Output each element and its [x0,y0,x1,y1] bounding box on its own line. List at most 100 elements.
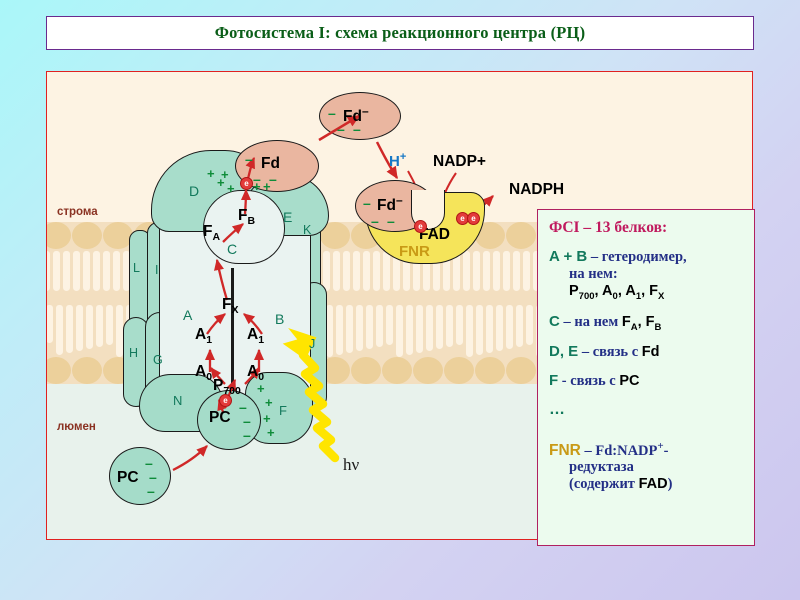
p700-letter: P [213,377,224,394]
lipid-tail [453,251,460,291]
title-box: Фотосистема I: схема реакционного центра… [46,16,754,50]
legend-fnr-text2: - [663,442,669,459]
charge-minus-pcf3: – [147,483,155,499]
legend-heading: ФСI – 13 белков: [549,219,668,236]
lipid-tail [496,305,503,351]
legend-fnr-open: (содержит [569,476,635,493]
lipid-tail [426,305,433,351]
lipid-tail [476,305,483,355]
proton-charge: + [399,151,407,163]
cofactor-label-FA: FA [203,224,220,243]
charge-plus-f3: + [263,411,271,426]
lipid-tail [76,305,83,351]
a0l-sub: 0 [206,371,213,384]
lipid-tail [47,305,53,343]
charge-minus-fdf2: – [337,121,345,137]
lipid-tail [423,251,430,291]
lipid-head [47,222,71,249]
lipid-tail [456,305,463,345]
lipid-tail [373,251,380,291]
charge-minus-fdf1: – [328,105,336,121]
ferredoxin-on-fnr-label: Fd– [377,194,403,214]
charge-minus-fdn2: – [371,213,379,229]
nadp-label: NADP+ [433,153,486,170]
cofactor-label-A1-left: A1 [195,327,212,346]
lipid-tail [346,305,353,353]
electron-symbol-nadph-1: e [456,212,469,225]
lipid-tail [386,305,393,345]
charge-minus-fd2: – [253,171,261,187]
legend-fnr-cofactor: FAD [638,476,668,493]
lipid-tail [366,305,373,349]
lipid-tail [93,251,100,291]
charge-minus-pc3: – [243,427,251,443]
electron-symbol-pc: e [219,394,232,407]
lipid-tail [516,305,523,347]
electron-symbol-fd: e [240,177,253,190]
lipid-tail [416,305,423,353]
a1r-letter: A [247,326,259,343]
legend-keys-DE: Fd [641,344,660,361]
lipid-tail [383,251,390,291]
lipid-tail [446,305,453,347]
subunit-label-F: F [279,403,287,418]
proton-label: H+ [389,151,407,170]
stroma-label: строма [57,206,98,218]
legend-fnr-line3: (содержит FAD) [549,476,746,493]
lipid-tail [336,305,343,355]
subunit-label-K: K [303,223,312,237]
charge-minus-fdf3: – [353,121,361,137]
legend-subunit-DE: D, E [549,343,579,361]
fa-letter: F [203,223,213,240]
lipid-tail [483,251,490,291]
lipid-tail [506,305,513,349]
subunit-label-A: A [183,307,193,323]
subunit-label-J: J [309,337,316,351]
legend-item-AB: A + B – гетеродимер, на нем: P700, A0, A… [549,248,746,302]
legend-subunit-F: F [549,372,559,390]
lipid-tail [323,251,330,291]
core-cleft [231,268,234,414]
charge-plus-d4: + [221,167,229,182]
ferredoxin-bound-label: Fd [261,155,280,172]
legend-item-FNR: FNR – Fd:NADP+- редуктаза (содержит FAD) [549,440,746,493]
legend-subunit-C: C [549,312,560,330]
lipid-head [351,357,381,384]
legend-fnr-name: FNR [549,441,581,459]
fa-sub: A [212,231,221,244]
fx-sub: X [231,304,239,317]
subunit-label-N: N [173,393,183,408]
charge-plus-e2: + [263,179,271,194]
lipid-tail [123,251,130,291]
electron-symbol-fad: e [414,220,427,233]
subunit-label-H: H [129,346,139,360]
cofactor-label-A0-left: A0 [195,364,212,383]
fd-fnr-charge: – [395,193,403,207]
lipid-tail [513,251,520,291]
legend-keys-F: PC [619,373,640,390]
lipid-head [72,357,102,384]
lipid-tail [393,251,400,291]
plastocyanin-bound-label: PC [209,409,231,426]
charge-plus-d2: + [217,175,225,190]
subunit-label-B: B [275,311,285,327]
lipid-tail [436,305,443,349]
fd-fnr-text: Fd [377,197,396,215]
lipid-tail [413,251,420,291]
plastocyanin-free-shape [109,447,171,505]
lipid-tail [86,305,93,349]
lipid-tail [526,305,533,345]
plastocyanin-free-label: PC [117,466,139,486]
fnr-label: FNR [399,243,430,260]
lipid-head [47,357,71,384]
legend-text-F: - связь с [561,373,616,390]
legend-text-DE: – связь с [581,344,639,361]
charge-minus-fd3: – [269,171,277,187]
charge-plus-f1: + [257,381,265,396]
lipid-tail [47,251,50,291]
lipid-tail [103,251,110,291]
lipid-tail [403,251,410,291]
lipid-tail [113,251,120,291]
charge-minus-fdn1: – [363,195,371,211]
